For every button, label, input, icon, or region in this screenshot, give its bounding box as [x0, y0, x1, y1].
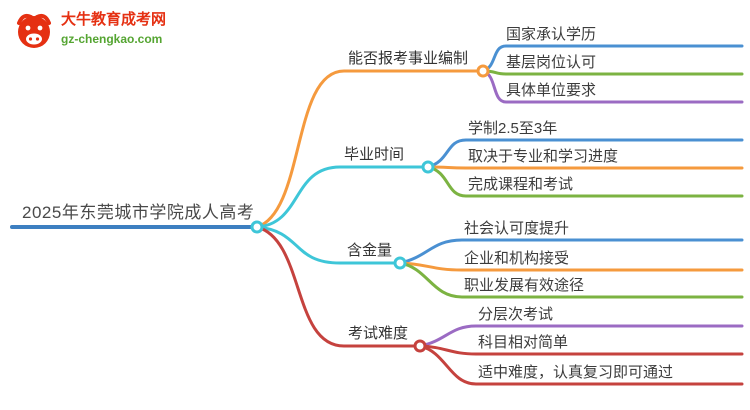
connector-leaf-3-1 — [418, 344, 744, 356]
connector-leaf-2-1 — [398, 261, 744, 272]
connector-leaf-2-2 — [398, 261, 744, 299]
leaf-node: 适中难度，认真复习即可通过 — [478, 364, 674, 381]
branch-dot-0 — [476, 64, 490, 78]
leaf-node: 社会认可度提升 — [464, 220, 570, 237]
leaf-node: 完成课程和考试 — [468, 176, 574, 193]
branch-dot-2 — [393, 256, 407, 270]
connector-leaf-3-0 — [418, 324, 744, 348]
bull-icon — [17, 13, 51, 48]
branch-gold-content: 含金量 — [347, 242, 393, 259]
connector-branch-employment — [255, 69, 485, 229]
site-logo[interactable]: 大牛教育成考网 gz-chengkao.com — [14, 10, 166, 50]
connector-branch-graduation — [255, 165, 430, 229]
leaf-node: 国家承认学历 — [506, 26, 597, 43]
branch-dot-1 — [421, 160, 435, 174]
connector-leaf-2-0 — [398, 238, 744, 265]
connector-leaf-1-1 — [426, 165, 744, 170]
root-dot — [250, 220, 264, 234]
connector-leaf-3-2 — [418, 344, 744, 386]
leaf-node: 基层岗位认可 — [506, 54, 597, 71]
connector-leaf-1-0 — [426, 138, 744, 169]
leaf-node: 分层次考试 — [478, 306, 554, 323]
logo-url: gz-chengkao.com — [61, 32, 163, 46]
leaf-node: 职业发展有效途径 — [464, 277, 585, 294]
connector-branch-difficulty — [255, 225, 422, 348]
root-node: 2025年东莞城市学院成人高考 — [22, 203, 255, 222]
branch-exam-difficulty: 考试难度 — [348, 325, 409, 342]
branch-employment-eligibility: 能否报考事业编制 — [348, 50, 469, 67]
branch-graduation-time: 毕业时间 — [344, 146, 405, 163]
logo-title: 大牛教育成考网 — [61, 11, 167, 28]
leaf-node: 企业和机构接受 — [464, 250, 570, 267]
leaf-node: 学制2.5至3年 — [468, 120, 558, 137]
connector-branch-value — [255, 225, 402, 265]
leaf-node: 科目相对简单 — [478, 334, 569, 351]
leaf-node: 取决于专业和学习进度 — [468, 148, 619, 165]
connector-leaf-1-2 — [426, 165, 744, 198]
branch-dot-3 — [413, 339, 427, 353]
leaf-node: 具体单位要求 — [506, 82, 597, 99]
